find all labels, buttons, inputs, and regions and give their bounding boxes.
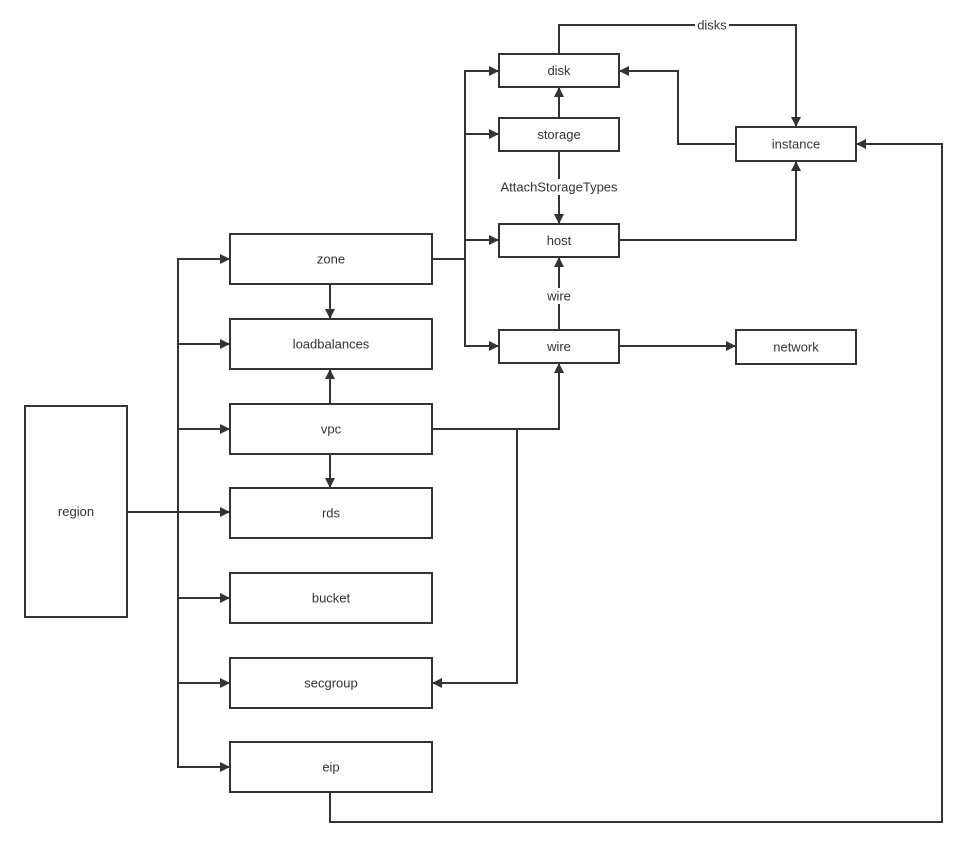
node-box xyxy=(229,487,433,539)
node-storage[interactable]: storage xyxy=(498,117,620,152)
node-box xyxy=(229,318,433,370)
node-zone[interactable]: zone xyxy=(229,233,433,285)
node-bucket[interactable]: bucket xyxy=(229,572,433,624)
edge-vpc-to-secgroup xyxy=(432,429,518,688)
node-label: wire xyxy=(546,339,571,354)
edge-region-to-zone xyxy=(177,254,230,512)
node-loadbalances[interactable]: loadbalances xyxy=(229,318,433,370)
edge-eip-to-instance xyxy=(329,139,943,823)
edge-region-to-eip xyxy=(177,512,230,772)
edge-instance-to-disk xyxy=(619,66,736,145)
node-box xyxy=(735,126,857,162)
node-network[interactable]: network xyxy=(735,329,857,365)
edge-disk-to-instance xyxy=(558,24,801,127)
node-label: disk xyxy=(547,63,571,78)
node-label: region xyxy=(58,504,94,519)
node-label: rds xyxy=(322,505,341,520)
node-label: bucket xyxy=(312,590,351,605)
node-box xyxy=(498,223,620,258)
edge-vpc-to-wire xyxy=(432,363,564,430)
node-box xyxy=(24,405,128,618)
edge-host-to-instance xyxy=(619,161,801,241)
node-rds[interactable]: rds xyxy=(229,487,433,539)
node-region[interactable]: region xyxy=(24,405,128,618)
edge-label-text: wire xyxy=(546,288,571,303)
node-disk[interactable]: disk xyxy=(498,53,620,88)
node-eip[interactable]: eip xyxy=(229,741,433,793)
node-box xyxy=(229,657,433,709)
node-label: secgroup xyxy=(304,675,357,690)
edge-label-wire: wire xyxy=(544,288,574,304)
node-label: instance xyxy=(772,136,820,151)
node-instance[interactable]: instance xyxy=(735,126,857,162)
edge-label-attach-storage-types: AttachStorageTypes xyxy=(496,179,622,195)
edge-label-text: disks xyxy=(697,17,727,32)
node-box xyxy=(229,572,433,624)
node-box xyxy=(735,329,857,365)
edge-zone-to-wire xyxy=(464,259,499,351)
node-label: vpc xyxy=(321,421,342,436)
node-label: eip xyxy=(322,759,339,774)
node-box xyxy=(498,117,620,152)
node-box xyxy=(229,403,433,455)
node-label: network xyxy=(773,339,819,354)
node-box xyxy=(498,329,620,364)
node-box xyxy=(229,233,433,285)
edge-label-disks: disks xyxy=(695,17,729,33)
node-label: storage xyxy=(537,127,580,142)
node-secgroup[interactable]: secgroup xyxy=(229,657,433,709)
node-label: loadbalances xyxy=(293,336,370,351)
node-host[interactable]: host xyxy=(498,223,620,258)
edge-zone-to-disk xyxy=(464,66,499,259)
node-wire[interactable]: wire xyxy=(498,329,620,364)
node-box xyxy=(498,53,620,88)
node-label: host xyxy=(547,233,572,248)
node-box xyxy=(229,741,433,793)
edge-label-text: AttachStorageTypes xyxy=(500,179,618,194)
node-vpc[interactable]: vpc xyxy=(229,403,433,455)
node-label: zone xyxy=(317,251,345,266)
